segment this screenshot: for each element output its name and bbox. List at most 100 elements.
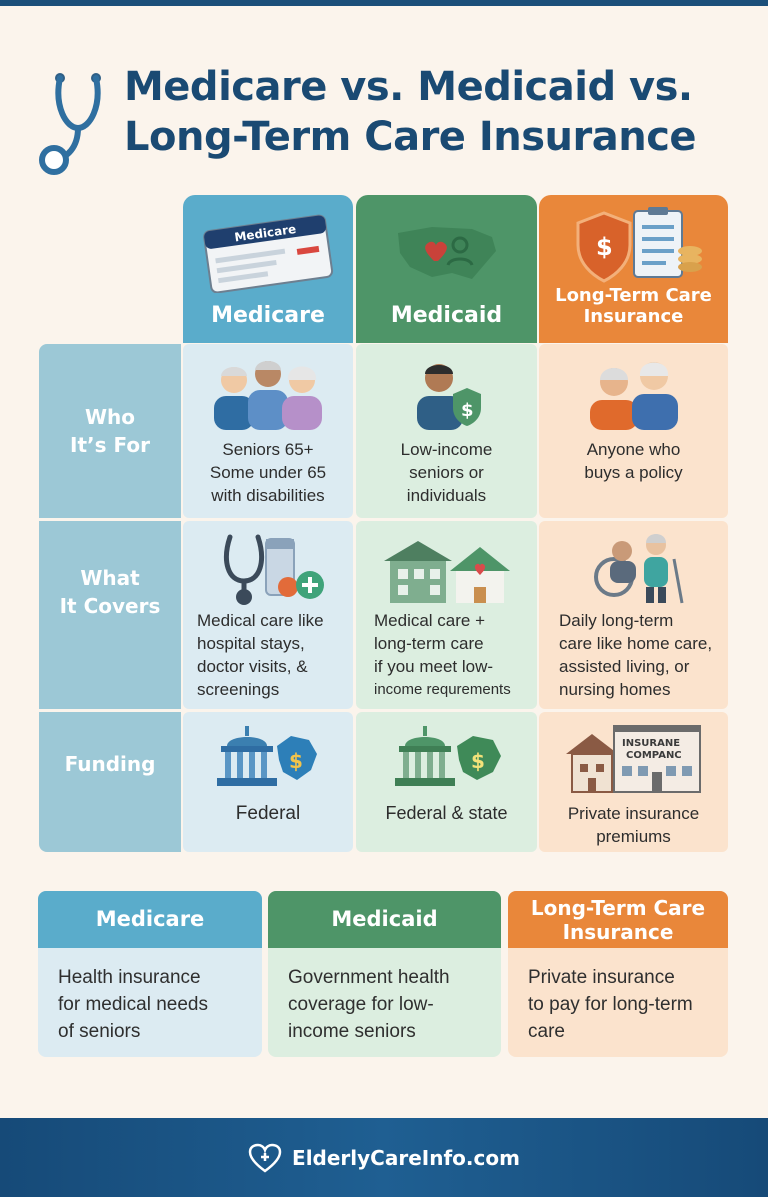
row-label-who-line-2: It’s For <box>70 433 150 457</box>
summary-ltc-line-3: care <box>528 1021 565 1042</box>
cell-who-medicare-text: Seniors 65+ Some under 65 with disabilit… <box>189 438 347 507</box>
row-label-covers: What It Covers <box>39 521 181 709</box>
column-label-medicare: Medicare <box>211 303 325 328</box>
column-header-ltc: $ Long-Term Care Insurance <box>539 195 728 343</box>
cell-who-medicare-line-3: with disabilities <box>211 486 325 505</box>
cell-covers-ltc-line-3: assisted living, or <box>559 657 690 676</box>
us-map-icon <box>397 227 496 279</box>
cell-who-ltc-line-2: buys a policy <box>584 463 683 482</box>
svg-text:$: $ <box>461 400 474 421</box>
column-header-medicare: Medicare Medicare <box>183 195 353 343</box>
cell-funding-medicaid: $ Federal & state <box>356 712 537 852</box>
caregiver-wheelchair-icon <box>593 534 683 604</box>
summary-medicare-line-1: Health insurance <box>58 967 201 988</box>
summary-medicaid-line-2: coverage for low- <box>288 994 434 1015</box>
summary-card-medicaid: Medicaid Government health coverage for … <box>268 891 501 1057</box>
cell-who-medicare: Seniors 65+ Some under 65 with disabilit… <box>183 344 353 518</box>
summary-ltc-title-line-1: Long-Term Care <box>530 895 706 920</box>
cell-covers-ltc-line-4: nursing homes <box>559 680 671 699</box>
cell-funding-medicaid-text: Federal & state <box>385 803 508 823</box>
summary-medicare-line-3: of seniors <box>58 1021 141 1042</box>
column-label-medicaid: Medicaid <box>390 303 503 328</box>
summary-ltc-title-line-2: Insurance <box>562 919 674 944</box>
cell-covers-medicare-line-1: Medical care like <box>197 611 324 630</box>
summary-medicare-title: Medicare <box>38 891 262 948</box>
cell-covers-medicare-line-2: hospital stays, <box>197 634 305 653</box>
heart-logo-icon <box>248 1143 282 1173</box>
cell-covers-ltc-line-2: care like home care, <box>559 634 713 653</box>
summary-medicaid-line-1: Government health <box>288 967 450 988</box>
cell-who-medicare-line-2: Some under 65 <box>209 463 327 482</box>
cell-who-ltc-line-1: Anyone who <box>586 440 681 459</box>
cell-who-medicaid-line-3: individuals <box>406 486 487 505</box>
cell-who-medicare-line-1: Seniors 65+ <box>222 440 314 459</box>
row-label-funding-text: Funding <box>64 752 156 776</box>
top-accent-bar <box>0 0 768 6</box>
person-dollar-icon: $ <box>416 364 481 430</box>
cell-covers-ltc-line-1: Daily long-term <box>559 611 674 630</box>
svg-text:$: $ <box>471 749 485 773</box>
cell-who-medicaid-line-2: seniors or <box>409 463 484 482</box>
summary-ltc-body: Private insurance to pay for long-term c… <box>508 948 728 1045</box>
cell-funding-medicare-text: Federal <box>235 803 301 824</box>
cell-covers-medicaid-line-3: if you meet low- <box>374 657 494 676</box>
seniors-group-icon <box>214 361 322 430</box>
summary-card-ltc: Long-Term Care Insurance Private insuran… <box>508 891 728 1057</box>
page-title: Medicare vs. Medicaid vs. Long-Term Care… <box>124 62 744 162</box>
header: Medicare vs. Medicaid vs. Long-Term Care… <box>38 62 738 182</box>
cell-who-medicaid-line-1: Low-income <box>400 440 493 459</box>
senior-couple-icon <box>589 362 678 430</box>
summary-card-medicare: Medicare Health insurance for medical ne… <box>38 891 262 1057</box>
cell-funding-medicare: $ Federal <box>183 712 353 852</box>
shield-clipboard-icon: $ <box>576 207 702 283</box>
summary-medicare-body: Health insurance for medical needs of se… <box>38 948 262 1045</box>
cell-covers-medicare-line-4: screenings <box>197 680 280 699</box>
column-label-ltc: Long-Term Care Insurance <box>555 285 712 327</box>
cell-funding-ltc-text: Private insurance premiums <box>545 802 722 848</box>
footer: ElderlyCareInfo.com <box>0 1118 768 1197</box>
cell-covers-ltc: Daily long-term care like home care, ass… <box>539 521 728 709</box>
capitol-state-icon: $ <box>394 726 501 786</box>
cell-covers-medicare-text: Medical care like hospital stays, doctor… <box>197 609 349 701</box>
insurance-building-icon: INSURANE COMPANC <box>565 725 701 793</box>
column-label-ltc-line-2: Insurance <box>583 306 684 327</box>
capitol-dollar-icon: $ <box>217 726 317 786</box>
sign-line-1: INSURANE <box>622 738 680 749</box>
row-label-covers-line-2: It Covers <box>59 594 161 618</box>
cell-covers-medicare-line-3: doctor visits, & <box>197 657 308 676</box>
row-label-who: Who It’s For <box>39 344 181 518</box>
medical-supplies-icon <box>224 534 324 605</box>
houses-icon <box>383 541 510 603</box>
summary-ltc-line-1: Private insurance <box>528 967 675 988</box>
title-line-2: Long-Term Care Insurance <box>124 114 697 160</box>
cell-funding-ltc-line-2: premiums <box>596 827 671 846</box>
cell-covers-medicaid-line-1: Medical care + <box>374 611 486 630</box>
medicare-card-icon: Medicare <box>203 214 334 293</box>
svg-text:$: $ <box>289 749 303 773</box>
summary-medicaid-title: Medicaid <box>268 891 501 948</box>
sign-line-2: COMPANC <box>626 750 682 761</box>
cell-funding-ltc: INSURANE COMPANC Private insurance premi… <box>539 712 728 852</box>
summary-ltc-line-2: to pay for long-term <box>528 994 693 1015</box>
summary-ltc-title: Long-Term Care Insurance <box>508 891 728 948</box>
footer-site-link[interactable]: ElderlyCareInfo.com <box>292 1145 520 1170</box>
cell-covers-ltc-text: Daily long-term care like home care, ass… <box>559 609 724 701</box>
cell-covers-medicaid-line-4: income requrements <box>374 681 511 698</box>
row-label-who-line-1: Who <box>84 405 136 429</box>
cell-who-medicaid-text: Low-income seniors or individuals <box>362 438 531 507</box>
cell-funding-ltc-line-1: Private insurance <box>567 804 700 823</box>
summary-medicaid-line-3: income seniors <box>288 1021 416 1042</box>
cell-who-ltc: Anyone who buys a policy <box>539 344 728 518</box>
row-label-funding: Funding <box>39 712 181 852</box>
cell-covers-medicaid-line-2: long-term care <box>374 634 484 653</box>
column-header-medicaid: Medicaid <box>356 195 537 343</box>
row-label-covers-line-1: What <box>80 566 140 590</box>
stethoscope-icon <box>39 73 101 175</box>
cell-who-medicaid: $ Low-income seniors or individuals <box>356 344 537 518</box>
title-line-1: Medicare vs. Medicaid vs. <box>124 64 693 110</box>
cell-covers-medicare: Medical care like hospital stays, doctor… <box>183 521 353 709</box>
summary-medicaid-body: Government health coverage for low- inco… <box>268 948 501 1045</box>
cell-who-ltc-text: Anyone who buys a policy <box>545 438 722 484</box>
svg-text:$: $ <box>596 233 613 261</box>
column-label-ltc-line-1: Long-Term Care <box>555 285 712 306</box>
